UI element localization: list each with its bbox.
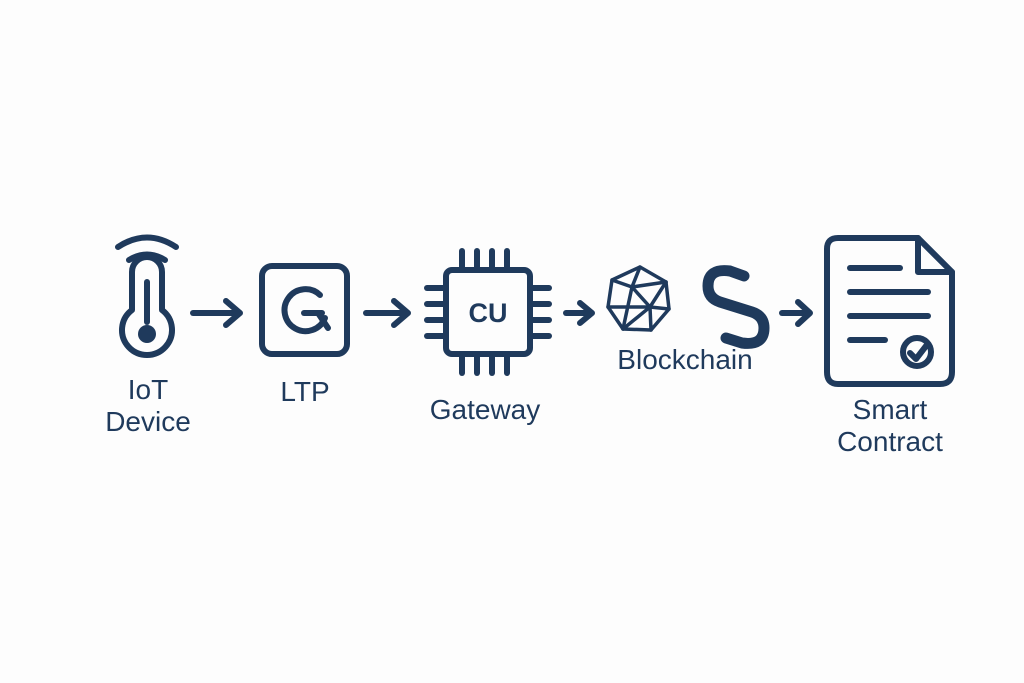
smart-contract-label-line1: Smart (852, 394, 928, 425)
node-label-blockchain: Blockchain (617, 344, 753, 375)
chip-pins-top (459, 248, 510, 273)
g-logo-icon (259, 263, 350, 357)
chip-pins-bottom (459, 351, 510, 376)
node-label-iot-device: IoT Device (88, 374, 208, 438)
s-link-icon (702, 265, 770, 349)
flow-arrow-blockchain-to-contract (779, 299, 813, 327)
iot-label-line1: IoT (127, 374, 169, 405)
smart-contract-label-line2: Contract (837, 426, 943, 457)
node-label-smart-contract: Smart Contract (810, 394, 970, 458)
document-check-icon (824, 235, 955, 387)
flow-arrow-ltp-to-gateway (363, 298, 411, 328)
thermometer-wifi-icon (115, 234, 179, 358)
chip-pins-left (424, 285, 449, 339)
flow-arrow-iot-to-ltp (190, 298, 243, 328)
node-label-gateway: Gateway (429, 394, 541, 425)
chip-text: CU (469, 298, 508, 328)
flow-arrow-gateway-to-blockchain (563, 300, 595, 326)
microchip-icon (424, 248, 552, 376)
node-label-ltp: LTP (280, 376, 330, 407)
chip-pins-right (527, 285, 552, 339)
polyhedron-icon (606, 265, 671, 332)
iot-label-line2: Device (105, 406, 191, 437)
